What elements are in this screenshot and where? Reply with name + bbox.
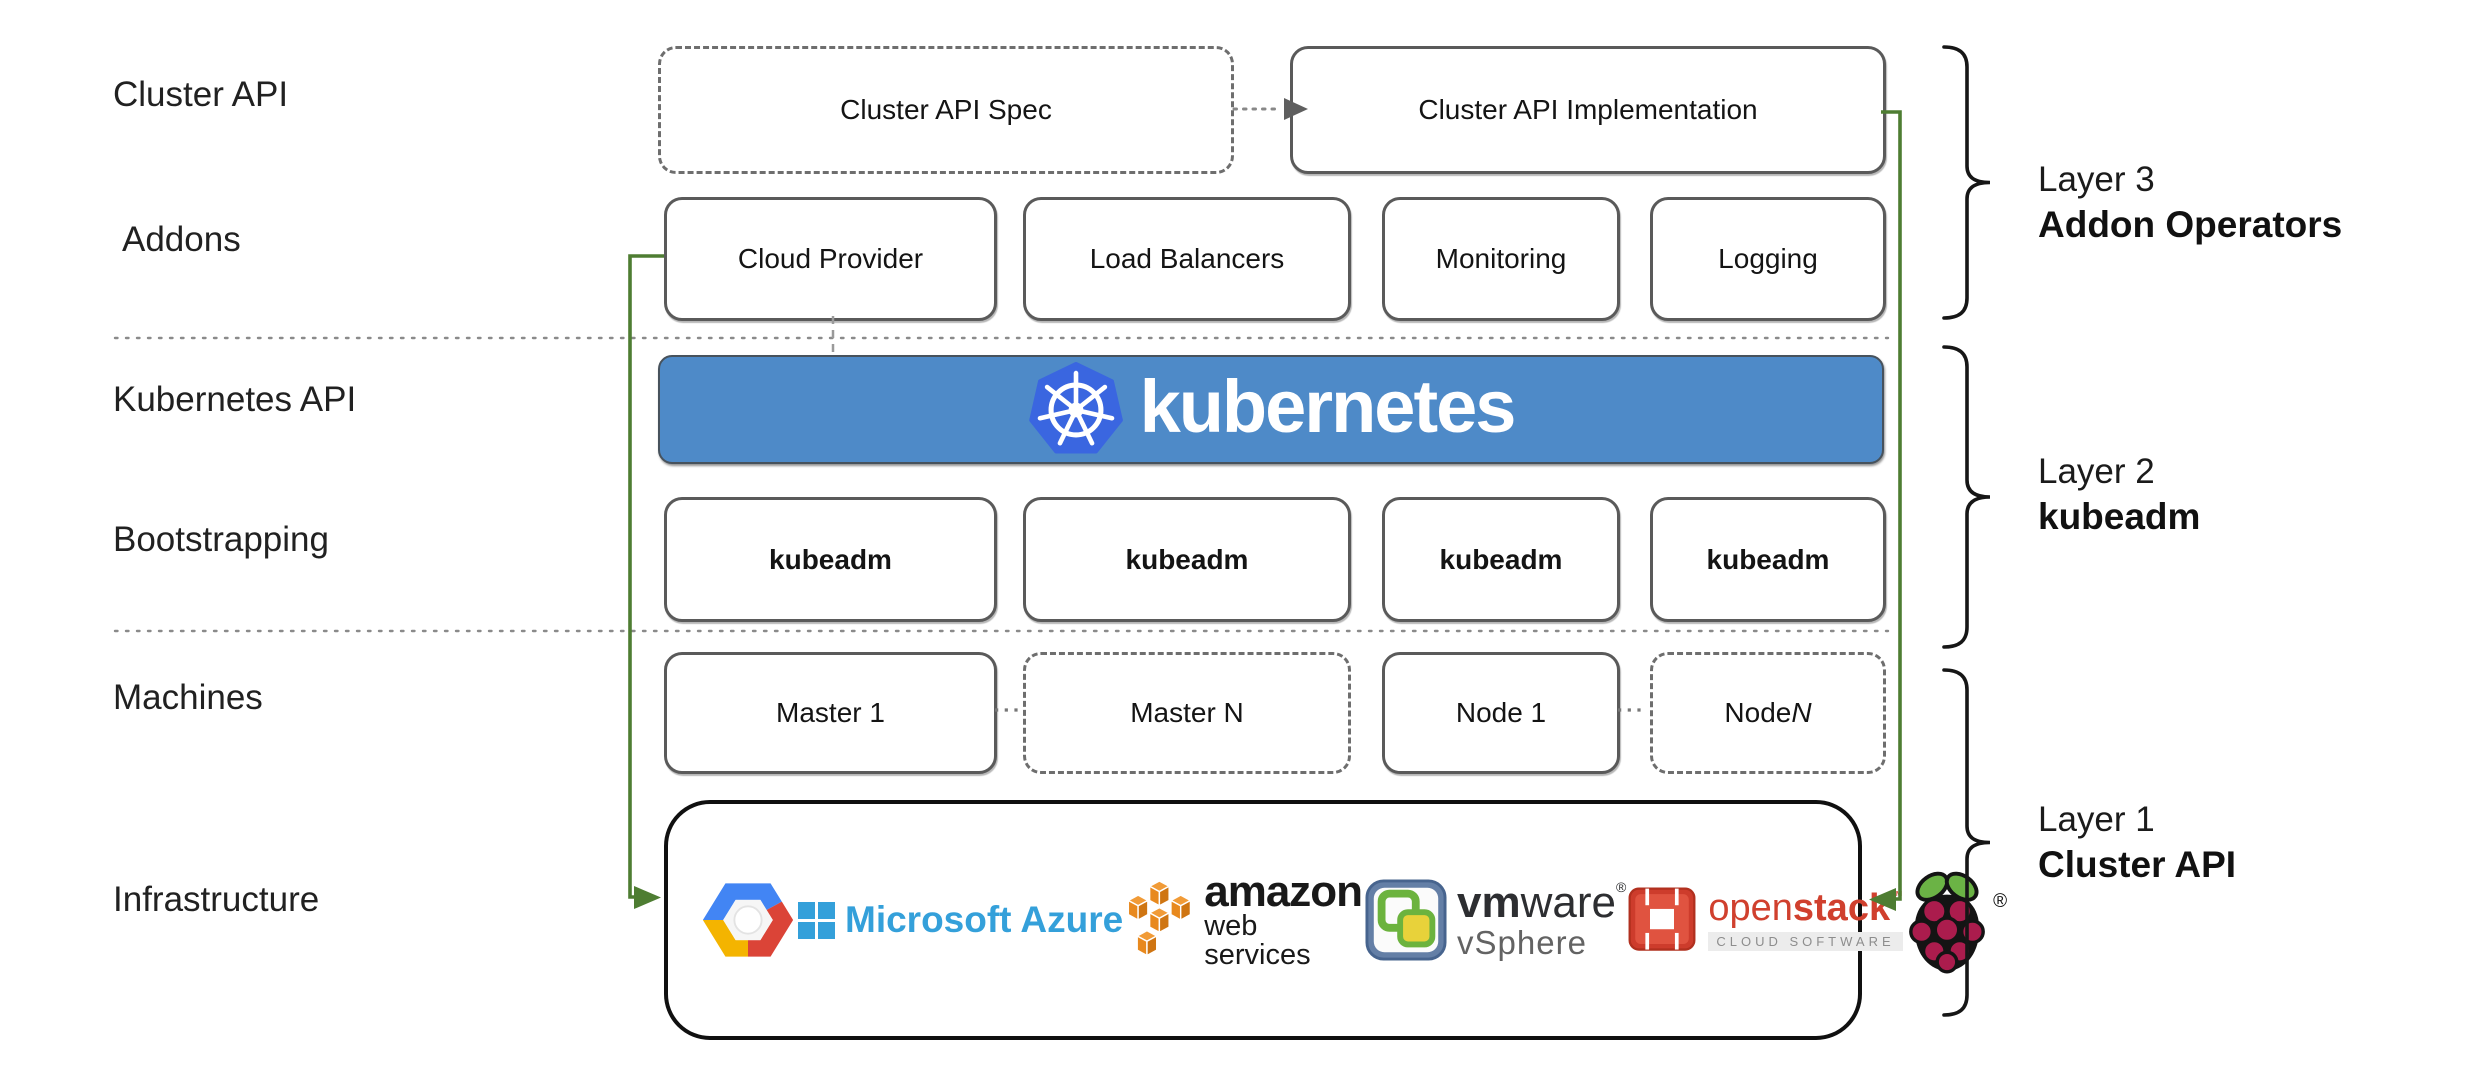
addon-box-logging: Logging — [1650, 197, 1886, 321]
openstack-label-open: open — [1708, 887, 1793, 930]
machine-label: Node 1 — [1455, 697, 1547, 728]
openstack-trademark: ™ — [1890, 888, 1904, 904]
google-cloud-icon — [702, 883, 794, 957]
cloud-provider-to-infrastructure-line — [628, 254, 664, 899]
provider-openstack: openstack™ CLOUD SOFTWARE — [1626, 885, 1904, 955]
layer-1-label: Layer 1 Cluster API — [2038, 798, 2236, 888]
layer-3-brace — [1942, 45, 1991, 320]
machine-label-italic: N — [1791, 697, 1812, 728]
vmware-label: vmware® — [1457, 877, 1627, 927]
row-label-bootstrapping: Bootstrapping — [113, 520, 329, 559]
provider-microsoft-azure: Microsoft Azure — [798, 899, 1123, 941]
vmware-label-bold: vm — [1457, 877, 1521, 927]
infrastructure-left-arrowhead — [634, 886, 661, 909]
openstack-sublabel: CLOUD SOFTWARE — [1708, 932, 1904, 951]
layer-2-label: Layer 2 kubeadm — [2038, 450, 2200, 540]
vmware-registered-mark: ® — [1616, 878, 1627, 895]
row-label-machines: Machines — [113, 678, 263, 717]
layer-2-subtitle: kubeadm — [2038, 496, 2201, 537]
machine-label: Node — [1724, 697, 1792, 728]
aws-sublabel: web services — [1204, 910, 1311, 971]
machine-label: Master 1 — [776, 697, 885, 728]
vmware-icon — [1365, 879, 1447, 961]
vmware-label-rest: ware — [1520, 877, 1617, 927]
vmware-sublabel: vSphere — [1457, 923, 1587, 961]
machine-box-master-n: Master N — [1023, 652, 1351, 774]
cluster-api-spec-box: Cluster API Spec — [658, 46, 1234, 174]
aws-label: amazon — [1204, 867, 1363, 916]
azure-label: Microsoft Azure — [845, 899, 1124, 940]
machine-label: Master N — [1130, 697, 1244, 728]
aws-icon — [1127, 880, 1192, 957]
infrastructure-box: Microsoft Azure amazon web services — [664, 800, 2007, 1040]
machine-box-master-1: Master 1 — [664, 652, 997, 774]
machine-box-node-n: Node N — [1650, 652, 1886, 774]
layer-3-title: Layer 3 — [2038, 160, 2155, 199]
layer-2-brace — [1942, 345, 1991, 649]
openstack-label-stack: stack — [1792, 887, 1891, 930]
kubeadm-box-1: kubeadm — [664, 497, 997, 622]
kubernetes-logo-icon — [1028, 361, 1123, 453]
kubernetes-banner: kubernetes — [658, 355, 1884, 464]
provider-google-cloud — [698, 873, 798, 967]
layer-1-title: Layer 1 — [2038, 800, 2155, 839]
row-label-addons: Addons — [122, 220, 241, 259]
kubeadm-box-4: kubeadm — [1650, 497, 1886, 622]
provider-aws: amazon web services — [1123, 870, 1365, 970]
provider-raspberry-pi: ® — [1903, 865, 2007, 975]
raspberry-pi-registered-mark: ® — [1993, 891, 2008, 912]
kubeadm-box-3: kubeadm — [1382, 497, 1620, 622]
addon-box-monitoring: Monitoring — [1382, 197, 1620, 321]
row-label-cluster-api: Cluster API — [113, 75, 289, 114]
openstack-icon — [1628, 887, 1696, 951]
row-label-kubernetes-api: Kubernetes API — [113, 380, 357, 419]
provider-vmware: vmware® vSphere — [1365, 879, 1626, 961]
layer-3-subtitle: Addon Operators — [2038, 204, 2343, 245]
machine-box-node-1: Node 1 — [1382, 652, 1620, 774]
row-label-infrastructure: Infrastructure — [113, 880, 320, 919]
layer-1-subtitle: Cluster API — [2038, 844, 2237, 885]
openstack-label: openstack™ — [1708, 887, 1904, 930]
microsoft-azure-icon — [798, 901, 835, 939]
cluster-api-implementation-box: Cluster API Implementation — [1290, 46, 1886, 174]
kubernetes-wordmark: kubernetes — [1139, 364, 1517, 448]
layer-2-title: Layer 2 — [2038, 452, 2155, 491]
layer-3-label: Layer 3 Addon Operators — [2038, 158, 2342, 248]
kubeadm-box-2: kubeadm — [1023, 497, 1351, 622]
raspberry-pi-icon — [1909, 871, 1985, 974]
addon-box-cloud-provider: Cloud Provider — [664, 197, 997, 321]
addon-box-load-balancers: Load Balancers — [1023, 197, 1351, 321]
